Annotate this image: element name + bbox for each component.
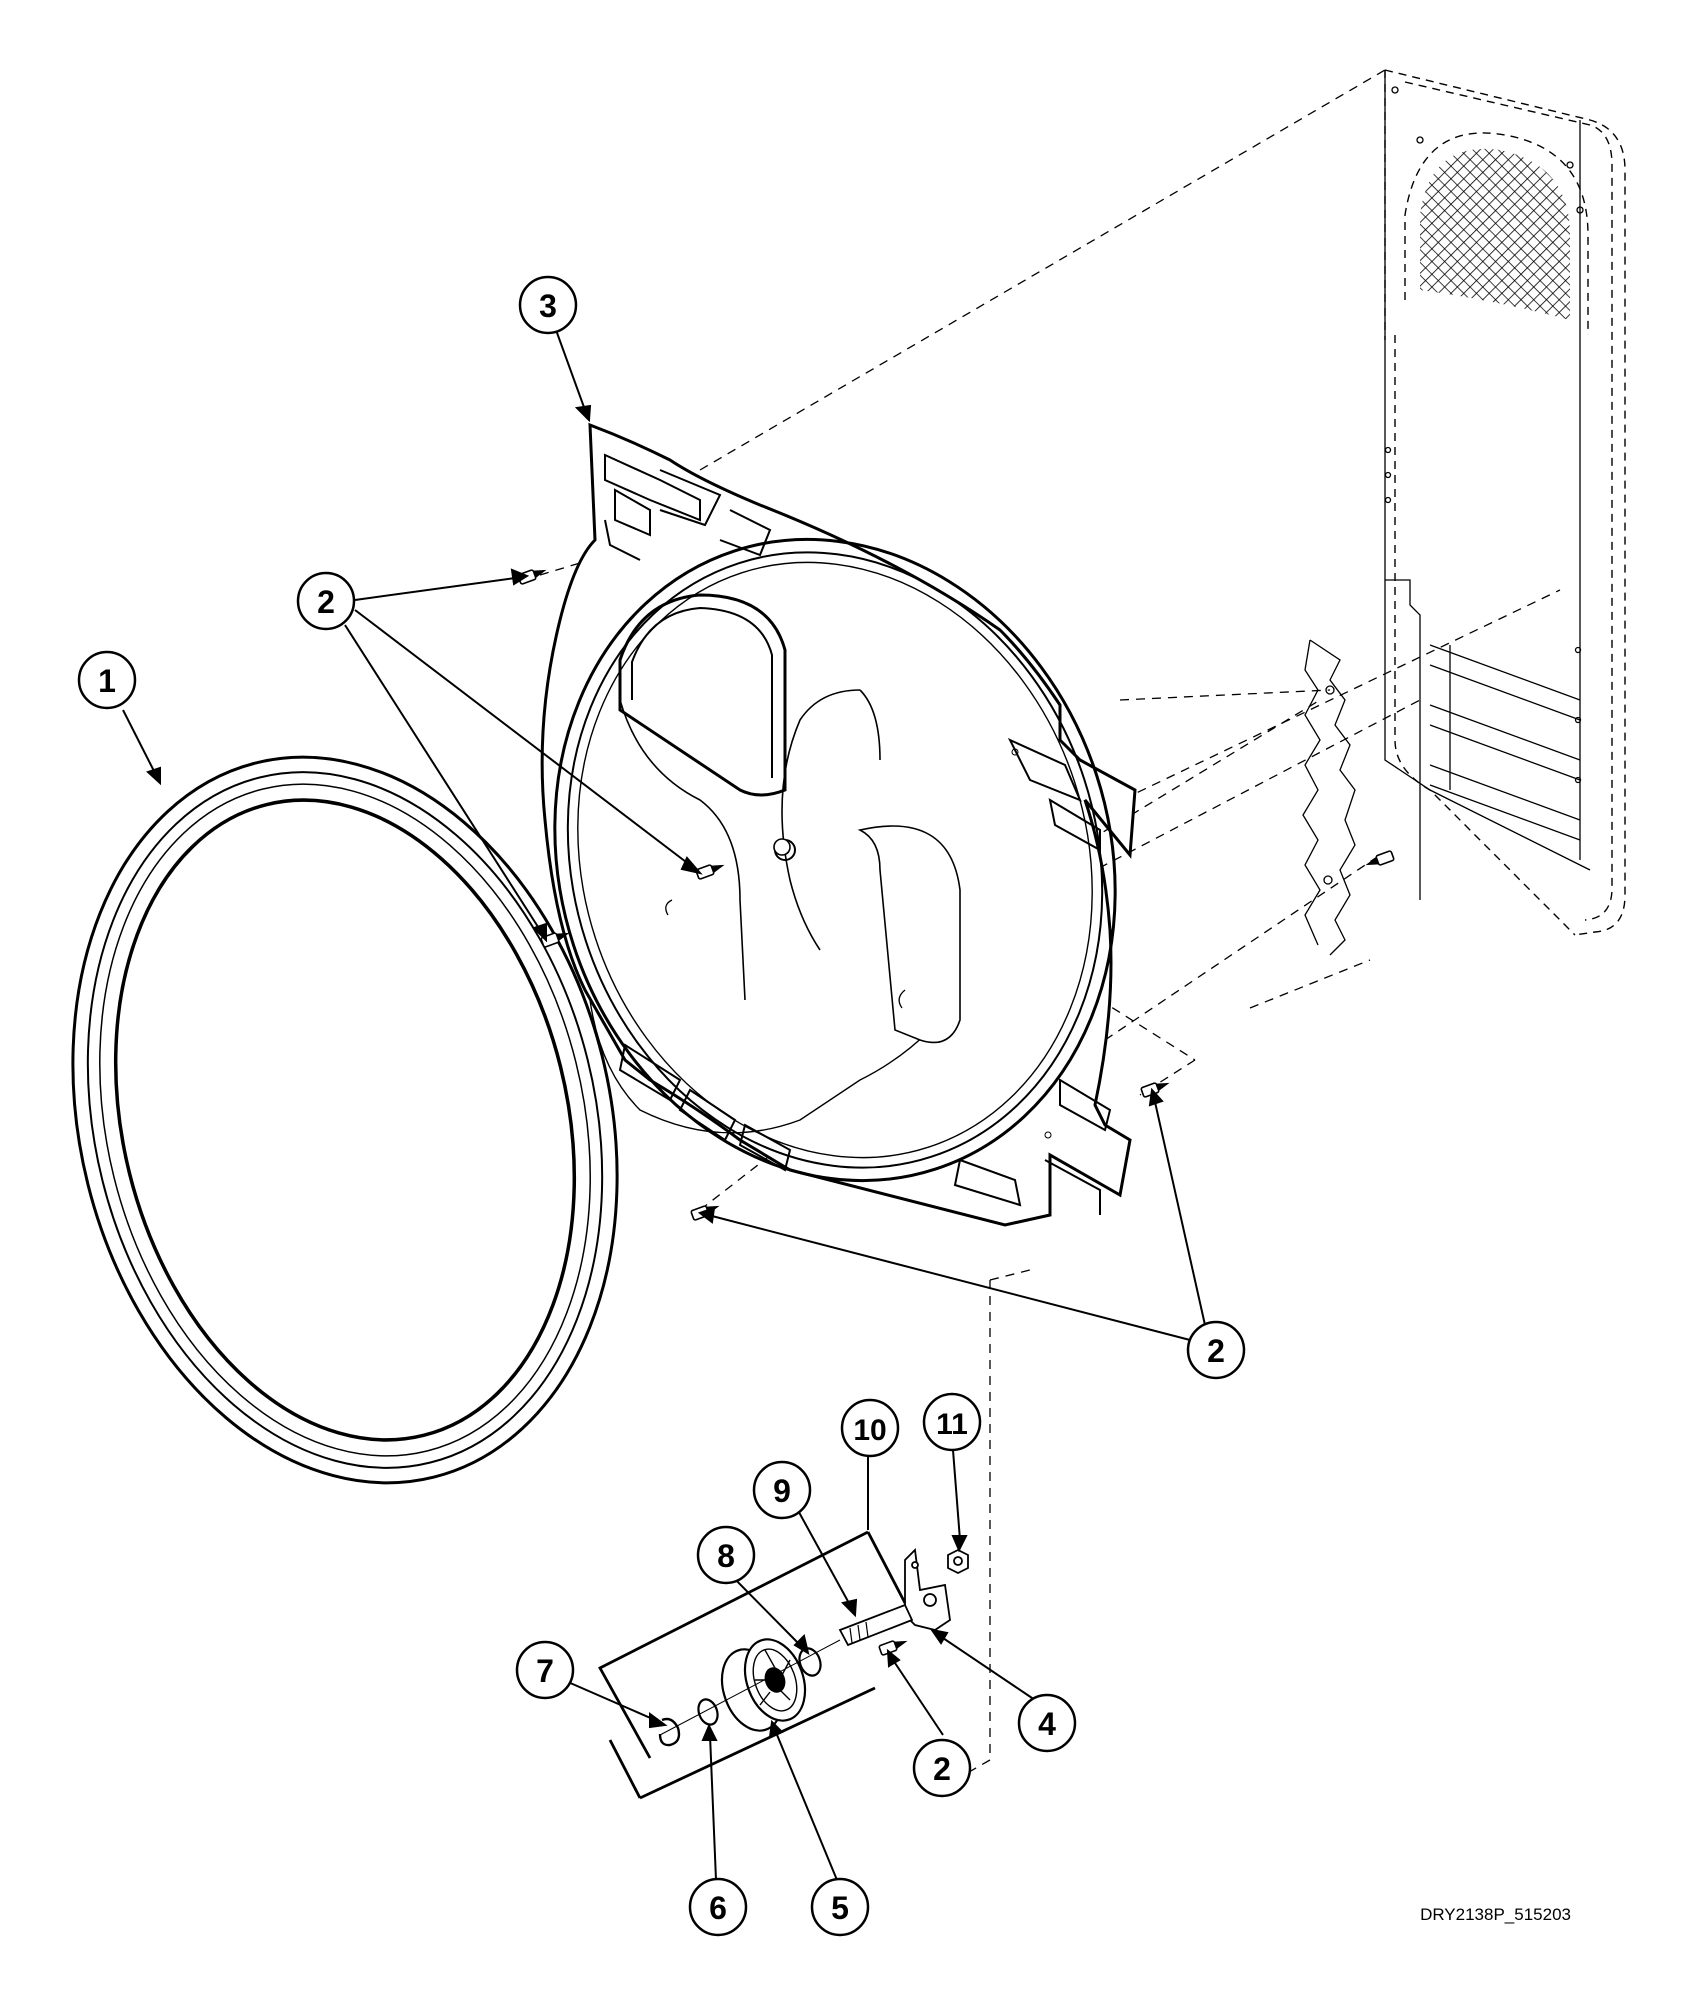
callout-2-lower-right-label: 2 [1207, 1333, 1225, 1369]
screw-left [540, 932, 570, 948]
callout-8: 8 [696, 1525, 756, 1585]
callout-1-label: 1 [98, 663, 116, 699]
callout-3-label: 3 [539, 288, 557, 324]
callout-7: 7 [515, 1640, 575, 1700]
exhaust-vent-grille [1404, 132, 1589, 335]
callout-8-label: 8 [717, 1538, 735, 1574]
front-bulkhead [540, 422, 1137, 1227]
callout-3: 3 [518, 275, 578, 335]
callout-2-upper: 2 [296, 571, 356, 631]
leader-lines [122, 329, 1206, 1881]
roller-assembly [598, 1530, 969, 1800]
callout-1: 1 [77, 650, 137, 710]
callout-2-roller: 2 [912, 1738, 972, 1798]
rear-panel [1384, 70, 1591, 871]
rear-bracket [1385, 579, 1581, 900]
retaining-clip [658, 1717, 681, 1747]
callout-11-label: 11 [936, 1408, 968, 1441]
callout-10-label: 10 [853, 1414, 886, 1447]
callout-10: 10 [840, 1398, 900, 1458]
callout-5-label: 5 [831, 1890, 849, 1926]
callout-4: 4 [1017, 1693, 1077, 1753]
callout-2-upper-label: 2 [317, 584, 335, 620]
drawing-id: DRY2138P_515203 [1420, 1905, 1571, 1924]
callout-6-label: 6 [709, 1890, 727, 1926]
callout-4-label: 4 [1038, 1706, 1056, 1742]
screw-center [695, 864, 725, 880]
callout-7-label: 7 [536, 1653, 554, 1689]
screw-right [1140, 1082, 1170, 1098]
roller-shaft [838, 1603, 914, 1647]
kit-bracket [598, 1530, 907, 1759]
washer-outer [697, 1698, 719, 1726]
callout-9: 9 [752, 1460, 812, 1520]
callout-5: 5 [810, 1877, 870, 1937]
callout-11: 11 [922, 1392, 982, 1452]
side-mounting-strip [1302, 639, 1356, 956]
callout-9-label: 9 [773, 1473, 791, 1509]
callout-6: 6 [688, 1877, 748, 1937]
front-seal-ring [71, 755, 619, 1485]
screw-rear [1365, 850, 1395, 866]
callout-2-roller-label: 2 [933, 1751, 951, 1787]
callout-2-lower-right: 2 [1186, 1320, 1246, 1380]
screw-bracket [878, 1640, 908, 1656]
